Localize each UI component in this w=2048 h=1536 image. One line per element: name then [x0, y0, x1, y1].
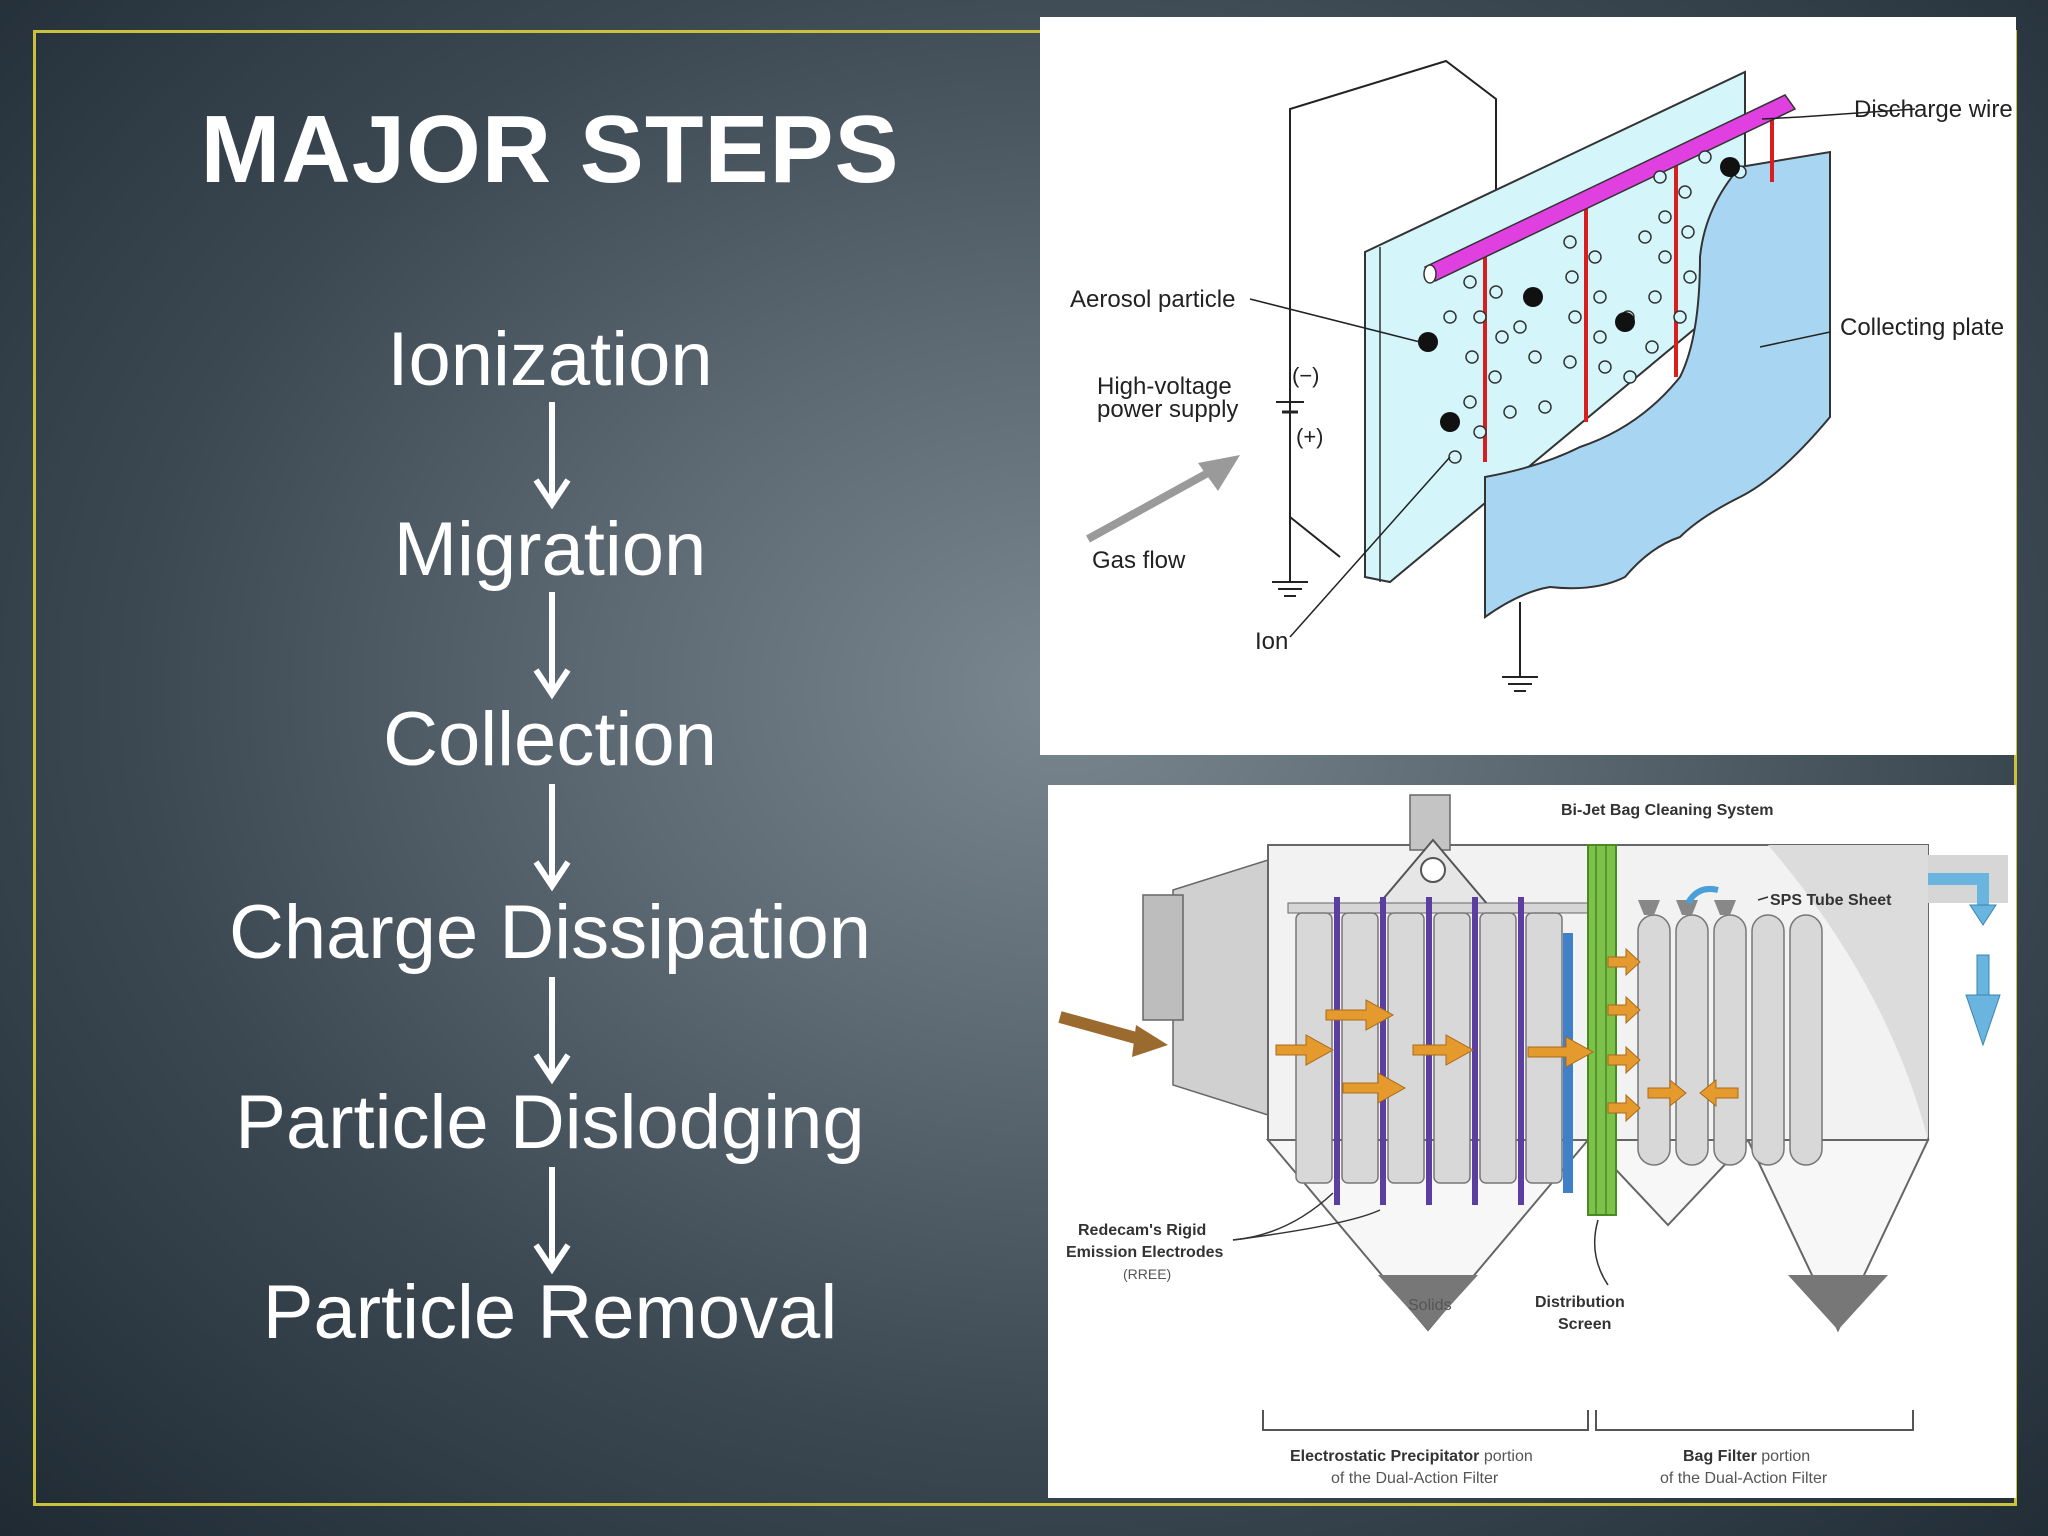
aerosol-particle-label: Aerosol particle [1070, 286, 1235, 313]
esp-portion-sub-label: of the Dual-Action Filter [1331, 1470, 1499, 1487]
plus-label: (+) [1296, 424, 1324, 449]
collecting-plate-label: Collecting plate [1840, 314, 2004, 341]
bag-filter-portion-label: Bag Filter portion [1683, 1448, 1810, 1465]
down-arrow-icon [533, 784, 571, 892]
page-title: MAJOR STEPS [200, 96, 900, 203]
bag-filter-portion-sub-label: of the Dual-Action Filter [1660, 1470, 1828, 1487]
step-ionization: Ionization [387, 317, 713, 402]
step-particle-removal: Particle Removal [262, 1270, 838, 1355]
step-charge-dissipation: Charge Dissipation [228, 890, 872, 975]
down-arrow-icon [533, 402, 571, 510]
distribution-screen-label-2: Screen [1558, 1316, 1611, 1333]
step-particle-dislodging: Particle Dislodging [235, 1080, 865, 1165]
sps-tube-sheet-label: SPS Tube Sheet [1770, 892, 1892, 909]
esp-principle-diagram: Discharge wire Aerosol particle Collecti… [1040, 17, 2016, 755]
rree-label-2: Emission Electrodes [1066, 1244, 1223, 1261]
ion-label: Ion [1255, 628, 1288, 655]
slide-frame [33, 30, 2017, 1506]
down-arrow-icon [533, 977, 571, 1085]
high-voltage-label-2: power supply [1097, 396, 1238, 423]
dual-action-filter-diagram: Bi-Jet Bag Cleaning System SPS Tube Shee… [1048, 785, 2016, 1498]
solids-label: Solids [1408, 1297, 1452, 1314]
gas-flow-label: Gas flow [1092, 547, 1186, 574]
distribution-screen-label-1: Distribution [1535, 1294, 1625, 1311]
bijet-label: Bi-Jet Bag Cleaning System [1561, 802, 1774, 819]
esp-portion-label: Electrostatic Precipitator portion [1290, 1448, 1533, 1465]
step-collection: Collection [383, 697, 717, 782]
step-migration: Migration [393, 507, 707, 592]
rree-label-3: (RREE) [1123, 1266, 1171, 1282]
down-arrow-icon [533, 1167, 571, 1275]
rree-label-1: Redecam's Rigid [1078, 1222, 1206, 1239]
high-voltage-label-1: High-voltage [1097, 373, 1232, 400]
down-arrow-icon [533, 592, 571, 700]
discharge-wire-label: Discharge wire [1854, 96, 2013, 123]
minus-label: (−) [1292, 363, 1320, 388]
